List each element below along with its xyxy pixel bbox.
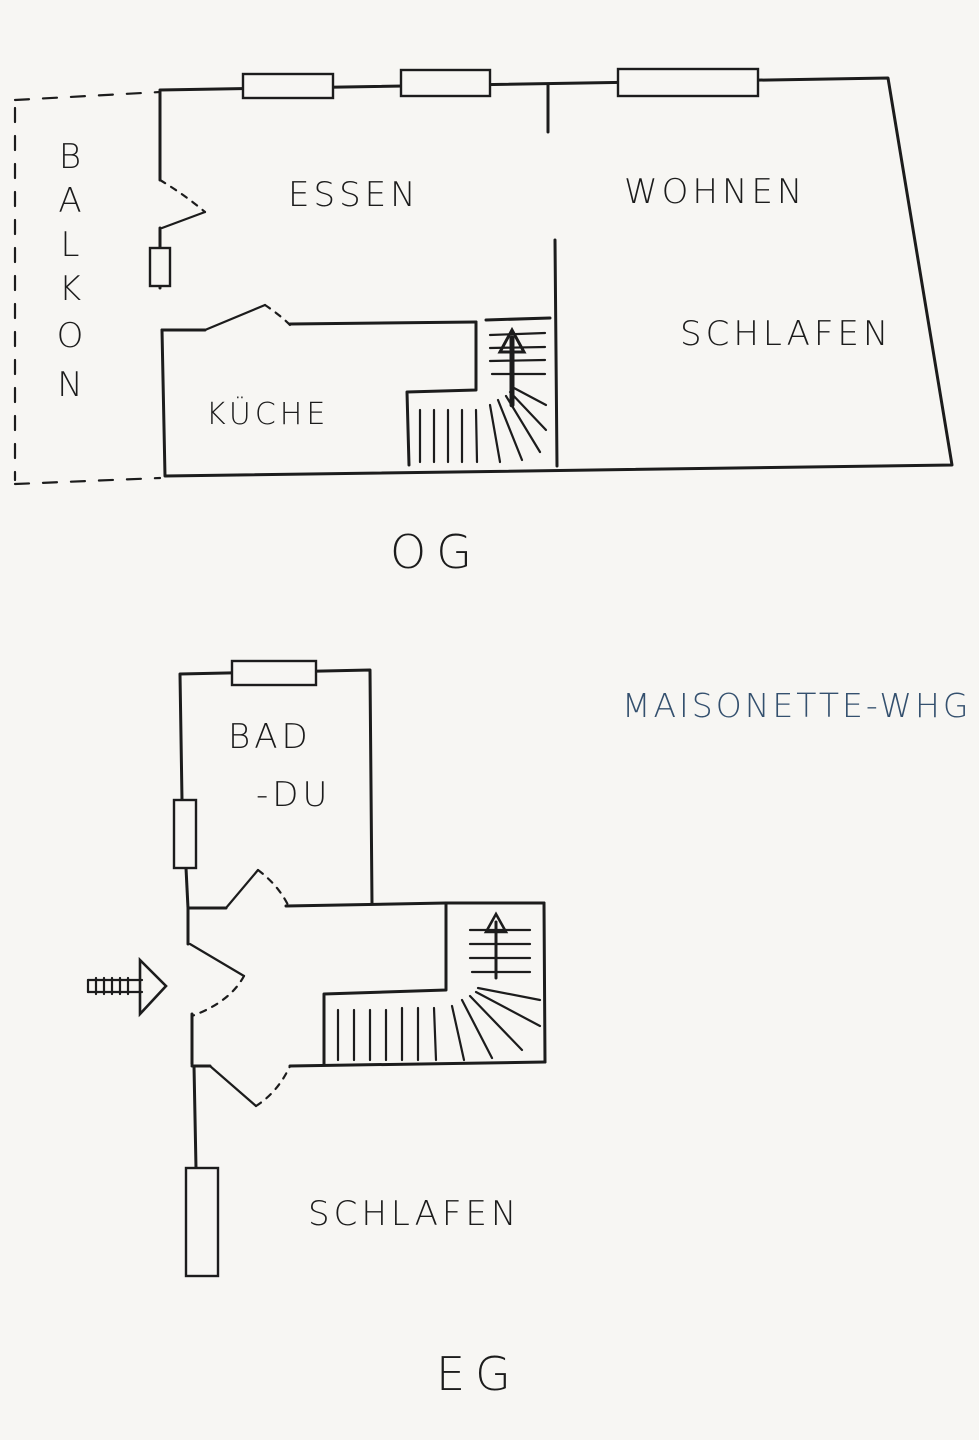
og-window-3 xyxy=(616,67,760,98)
eg-floor-plan: BAD -DU SCHLAFEN EG xyxy=(86,659,547,1401)
og-stair-enclosure xyxy=(405,320,478,467)
eg-stairs xyxy=(336,928,542,1062)
eg-bath-door-arc xyxy=(256,868,290,907)
room-label-wohnen: WOHNEN xyxy=(624,172,806,212)
balcony-outline xyxy=(13,90,162,486)
eg-stair-enclosure xyxy=(322,901,448,1066)
floor-label-og: OG xyxy=(390,525,482,579)
eg-entry-door-arc xyxy=(190,974,246,1018)
balcony-letter: K xyxy=(59,269,81,309)
og-kitchen-door-leaf xyxy=(203,303,267,332)
og-partition-mid xyxy=(553,238,559,468)
eg-bath-left-lower xyxy=(184,866,190,910)
eg-bedroom-door-leaf xyxy=(208,1064,258,1108)
og-stair-top xyxy=(484,316,552,322)
eg-bedroom-walls xyxy=(192,1064,198,1170)
og-stairs xyxy=(418,331,548,464)
eg-entry-door-leaf xyxy=(188,942,246,978)
eg-bedroom-window xyxy=(184,1166,220,1278)
floor-label-eg: EG xyxy=(436,1347,521,1401)
eg-corridor-top-right xyxy=(284,901,448,908)
balcony-letter: B xyxy=(59,137,81,177)
room-label-essen: ESSEN xyxy=(288,175,420,215)
balcony-letter: L xyxy=(61,225,80,265)
og-window-left xyxy=(148,246,172,288)
room-label-schlafen-og: SCHLAFEN xyxy=(680,314,892,354)
plan-title: MAISONETTE-WHG xyxy=(622,686,971,725)
entrance-arrow-icon xyxy=(86,956,168,1018)
og-window-2 xyxy=(399,68,492,98)
eg-stair-arrow xyxy=(483,911,509,980)
og-balcony-door-arc xyxy=(158,178,207,214)
balcony-label: B A L K O N xyxy=(57,137,84,405)
og-stair-arrow xyxy=(497,326,527,408)
eg-bedroom-door-arc xyxy=(254,1064,292,1108)
og-kitchen-door-arc xyxy=(263,303,292,327)
balcony-letter: O xyxy=(57,316,84,356)
balcony-letter: N xyxy=(57,365,82,405)
og-kitchen-wall-right xyxy=(288,320,478,326)
eg-bedroom-top-right xyxy=(288,1060,547,1068)
og-balcony-door-leaf xyxy=(160,210,207,230)
og-window-1 xyxy=(241,72,335,100)
room-label-schlafen-eg: SCHLAFEN xyxy=(308,1194,520,1234)
balcony-letter: A xyxy=(58,181,81,221)
eg-bath-door-leaf xyxy=(224,868,260,910)
room-label-du: -DU xyxy=(256,775,331,815)
eg-bath-window-top xyxy=(230,659,318,687)
room-label-bad: BAD xyxy=(228,717,312,757)
room-label-kueche: KÜCHE xyxy=(206,396,329,432)
og-floor-plan: B A L K O N ESSEN WOHNEN SCHLAFEN KÜCHE … xyxy=(13,67,954,579)
eg-bath-window-left xyxy=(172,798,198,870)
eg-stair-right-wall xyxy=(542,901,547,1064)
og-exterior-wall xyxy=(158,76,954,478)
